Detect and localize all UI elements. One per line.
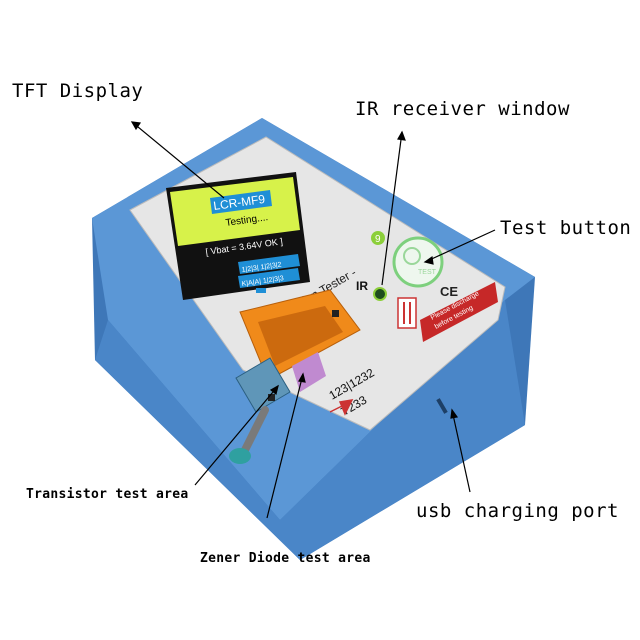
panel-badge [371, 231, 385, 245]
callout-test-button: Test button [500, 217, 632, 239]
callout-ir-receiver: IR receiver window [355, 98, 570, 120]
ce-mark: CE [440, 284, 458, 299]
tft-screen: LCR-MF9 Testing.... [ Vbat = 3.64V OK ] … [166, 172, 310, 300]
callout-transistor-area: Transistor test area [26, 487, 189, 502]
panel-badge-text: 9 [375, 234, 381, 245]
zif-lever[interactable] [229, 406, 269, 464]
zener-symbol-icon [329, 399, 354, 416]
ir-label: IR [356, 279, 368, 293]
component-symbols [397, 297, 417, 329]
zif-socket[interactable] [235, 289, 361, 413]
test-button[interactable]: TEST [392, 236, 444, 288]
usb-port [436, 398, 448, 414]
ir-window [373, 287, 387, 301]
callout-tft-display: TFT Display [12, 80, 144, 102]
test-button-label: TEST [418, 269, 437, 276]
callout-zener-area: Zener Diode test area [200, 551, 371, 566]
callout-usb-port: usb charging port [416, 500, 619, 522]
callout-arrows [130, 121, 496, 519]
